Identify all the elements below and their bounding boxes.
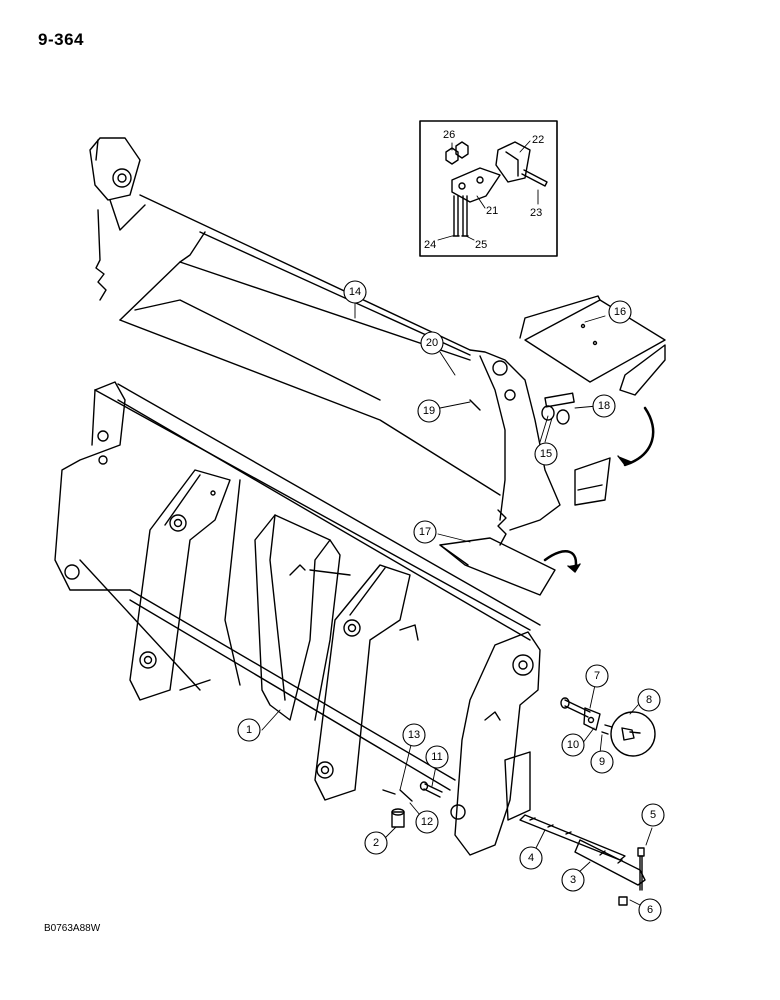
inset-labels: 21 22 23 24 25 26 [424,129,544,251]
callout-14: 14 [349,286,361,298]
callout-circle-3 [561,868,585,892]
callout-circle-2 [364,831,388,855]
drawing-code: B0763A88W [44,923,101,934]
callout-circle-4 [519,846,543,870]
part-17-plate [439,537,556,596]
callout-13: 13 [408,729,420,741]
callout-19: 19 [423,405,435,417]
callout-numbers: 1 2 3 4 5 6 7 8 9 10 11 12 13 14 15 16 1… [246,286,656,916]
callout-6: 6 [647,904,653,916]
callout-circle-7 [585,664,609,688]
pins-15-18 [469,392,575,425]
cutting-edge-4 [519,814,626,861]
callout-circle-9 [590,750,614,774]
arrow-17-head [567,563,581,573]
leader-lines [261,140,653,906]
inset-box [419,120,558,257]
callout-3: 3 [570,874,576,886]
callout-2: 2 [373,837,379,849]
arrow-16 [623,406,655,467]
callout-11: 11 [431,751,442,763]
hardware-7-10 [560,697,656,757]
callout-circle-14 [343,280,367,304]
hardware-11-13 [382,781,443,828]
callout-circle-8 [637,688,661,712]
callout-circle-1 [237,718,261,742]
callout-7: 7 [594,670,600,682]
callout-circle-5 [641,803,665,827]
callout-15: 15 [540,448,552,460]
callout-circles [237,280,665,922]
callout-circle-13 [402,723,426,747]
callout-circle-15 [534,442,558,466]
lower-bucket [54,381,541,856]
inset-label-25: 25 [475,239,487,251]
callout-4: 4 [528,852,534,864]
callout-circle-16 [608,300,632,324]
inset-label-26: 26 [443,129,455,141]
callout-5: 5 [650,809,656,821]
callout-10: 10 [567,739,579,751]
inset-label-24: 24 [424,239,436,251]
callout-20: 20 [426,337,438,349]
callout-8: 8 [646,694,652,706]
callout-18: 18 [598,400,610,412]
page-number: 9-364 [38,30,84,49]
inset-label-23: 23 [530,207,542,219]
callout-circle-17 [413,520,437,544]
callout-17: 17 [419,526,431,538]
callout-circle-19 [417,399,441,423]
callout-9: 9 [599,756,605,768]
inset-label-21: 21 [486,205,498,217]
callout-16: 16 [614,306,626,318]
upper-bucket [89,137,611,546]
callout-circle-11 [425,745,449,769]
arrow-16-head [617,455,634,466]
callout-12: 12 [421,816,433,828]
inset-label-22: 22 [532,134,544,146]
callout-circle-12 [415,810,439,834]
bolt-5-nut-6 [618,847,645,906]
part-16-plate [519,295,666,396]
callout-1: 1 [246,724,252,736]
callout-circle-20 [420,331,444,355]
callout-circle-18 [592,394,616,418]
callout-circle-10 [561,733,585,757]
callout-circle-6 [638,898,662,922]
